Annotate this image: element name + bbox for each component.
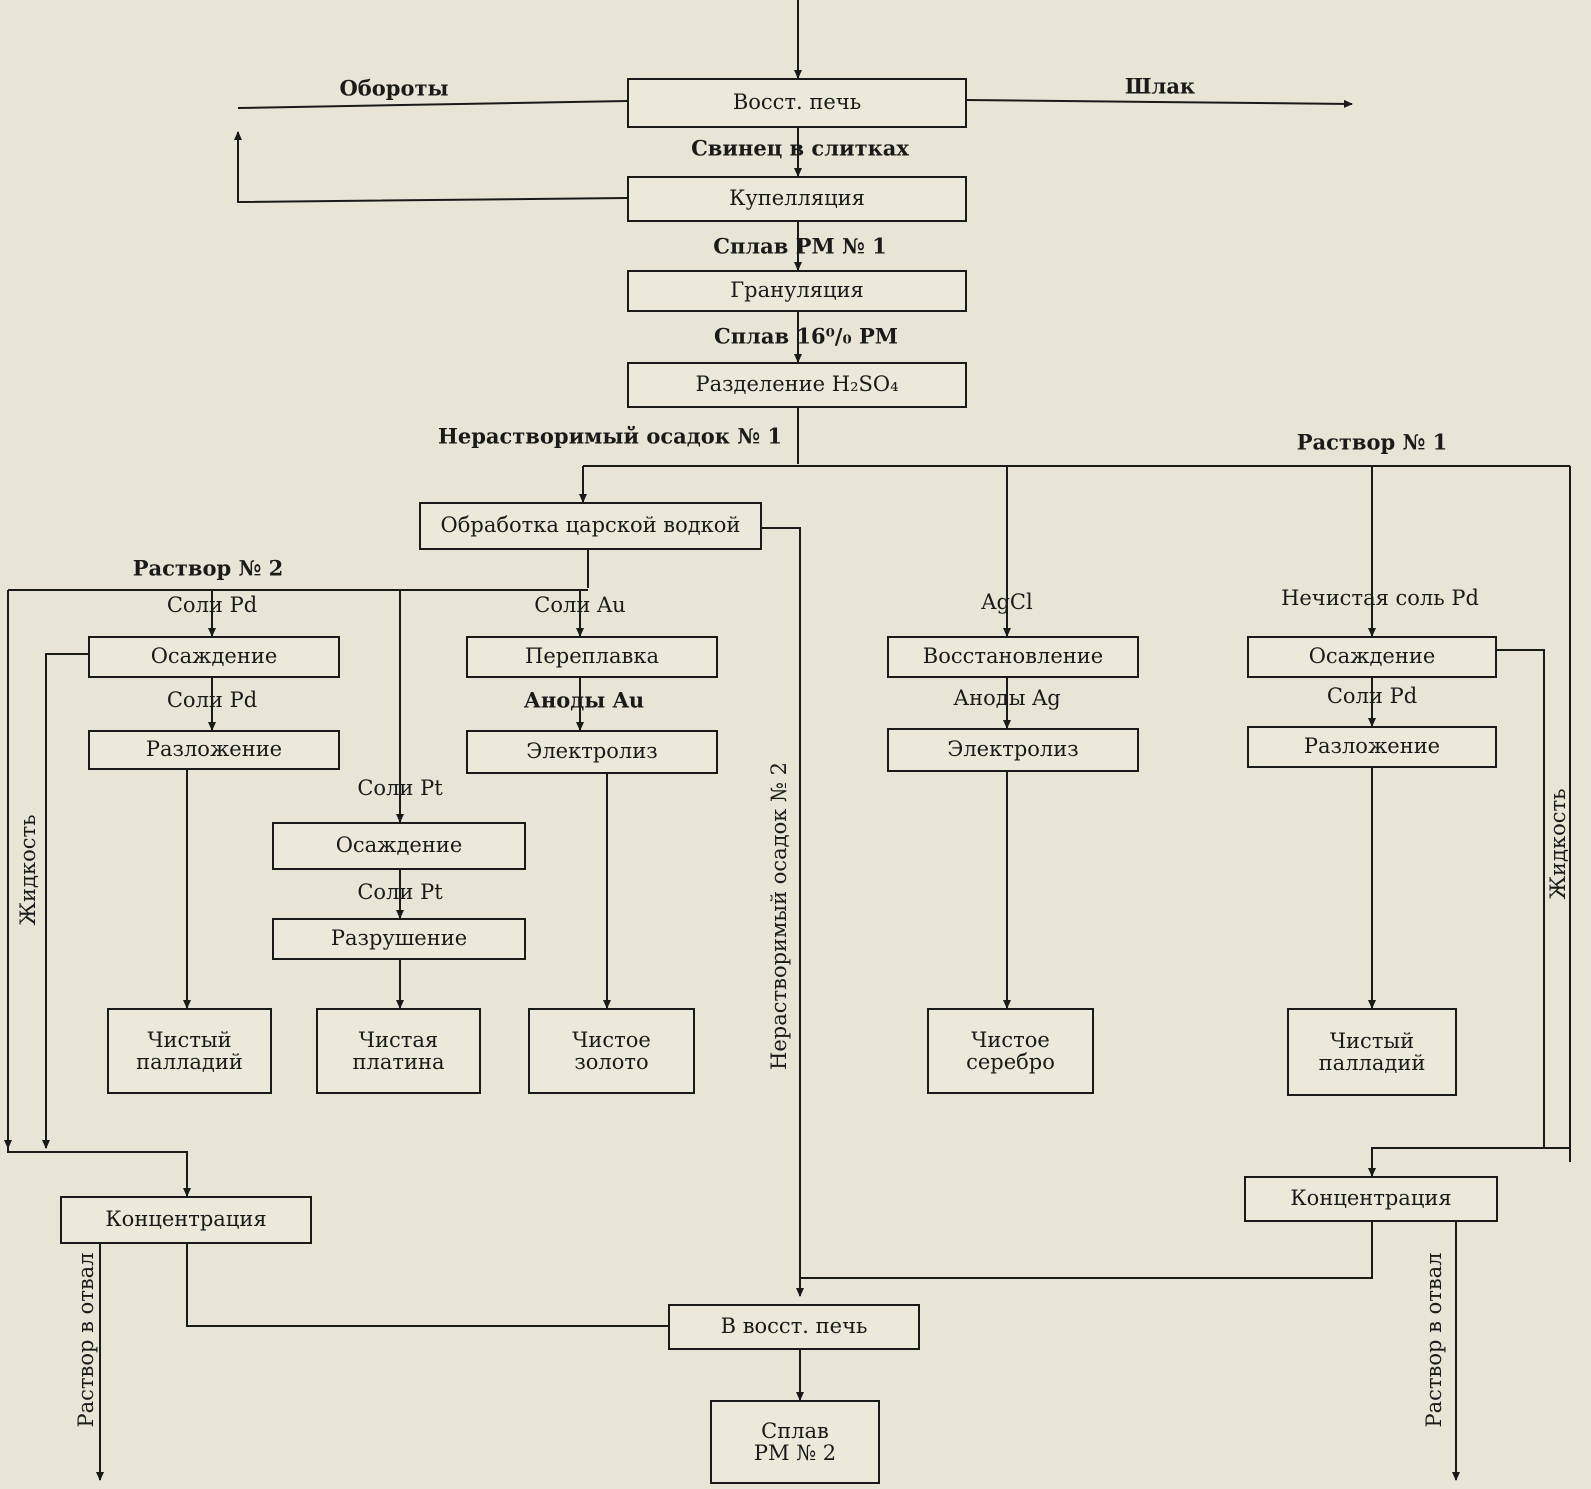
label-slag: Шлак [1124, 73, 1196, 99]
label-waste-right: Раствор в отвал [1422, 1252, 1446, 1428]
label-agcl: AgCl [981, 590, 1033, 614]
label-returns: Обороты [339, 75, 449, 101]
label-liquid-right: Жидкость [1546, 788, 1570, 900]
box-pd-decomp-left: Разложение [88, 730, 340, 770]
label-solution1: Раствор № 1 [1296, 429, 1448, 455]
box-pure-pt: Чистая платина [316, 1008, 481, 1094]
label-insoluble1: Нерастворимый осадок № 1 [438, 423, 782, 449]
box-granulation: Грануляция [627, 270, 967, 312]
label-pd-salts-a: Соли Pd [166, 593, 258, 617]
label-au-salts: Соли Au [534, 593, 626, 617]
box-pure-pd-right: Чистый палладий [1287, 1008, 1457, 1096]
box-pd-decomp-right: Разложение [1247, 726, 1497, 768]
label-pt-salts-a: Соли Pt [357, 776, 443, 800]
box-au-electrolysis: Электролиз [466, 730, 718, 774]
label-pd-salts-right: Соли Pd [1326, 684, 1418, 708]
box-au-remelt: Переплавка [466, 636, 718, 678]
label-alloy-16: Сплав 16⁰/₀ PM [713, 323, 899, 349]
box-separation: Разделение H₂SO₄ [627, 362, 967, 408]
box-aqua-regia: Обработка царской водкой [419, 502, 762, 550]
label-pt-salts-b: Соли Pt [357, 880, 443, 904]
label-waste-left: Раствор в отвал [74, 1252, 98, 1428]
label-lead-ingots: Свинец в слитках [691, 135, 909, 161]
box-pure-ag: Чистое серебро [927, 1008, 1094, 1094]
box-alloy-pm2: Сплав PM № 2 [710, 1400, 880, 1484]
label-insoluble2: Нерастворимый осадок № 2 [767, 762, 791, 1070]
box-ag-reduction: Восстановление [887, 636, 1139, 678]
box-pure-au: Чистое золото [528, 1008, 695, 1094]
label-impure-pd: Нечистая соль Pd [1281, 586, 1479, 610]
box-conc-right: Концентрация [1244, 1176, 1498, 1222]
box-conc-left: Концентрация [60, 1196, 312, 1244]
label-ag-anodes: Аноды Ag [953, 686, 1061, 710]
box-pt-precip: Осаждение [272, 822, 526, 870]
box-cupellation: Купелляция [627, 176, 967, 222]
label-alloy-pm1: Сплав PM № 1 [713, 233, 887, 259]
box-pt-destruction: Разрушение [272, 918, 526, 960]
box-pure-pd-left: Чистый палладий [107, 1008, 272, 1094]
label-pd-salts-b: Соли Pd [166, 688, 258, 712]
box-pd-precip-right: Осаждение [1247, 636, 1497, 678]
box-restore-furnace: Восст. печь [627, 78, 967, 128]
box-ag-electrolysis: Электролиз [887, 728, 1139, 772]
label-au-anodes: Аноды Au [523, 687, 645, 713]
box-to-furnace: В восст. печь [668, 1304, 920, 1350]
label-liquid-left: Жидкость [16, 814, 40, 926]
box-pd-precip-left: Осаждение [88, 636, 340, 678]
label-solution2: Раствор № 2 [132, 555, 284, 581]
